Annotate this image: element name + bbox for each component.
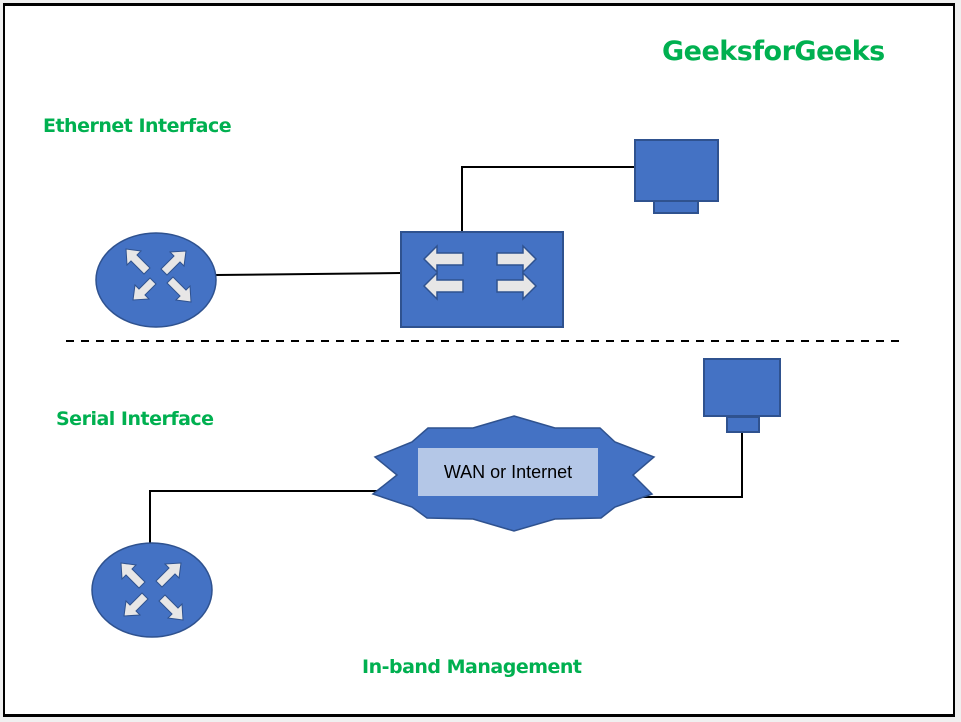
serial-pc[interactable] [703, 358, 781, 433]
serial-interface-label: Serial Interface [56, 408, 214, 430]
links [149, 166, 743, 544]
wan-cloud[interactable] [371, 415, 656, 532]
ethernet-router[interactable] [95, 232, 217, 328]
router-icon [125, 248, 192, 303]
link-wan-to-pc [636, 432, 743, 498]
ethernet-pc[interactable] [634, 139, 719, 214]
in-band-management-label: In-band Management [362, 656, 582, 678]
monitor-stand [726, 416, 760, 433]
wan-label-box [418, 448, 598, 496]
switch-icon [422, 244, 538, 301]
router-icon [120, 562, 184, 621]
link-router-to-switch [215, 272, 402, 276]
brand-title: GeeksforGeeks [662, 36, 885, 67]
ethernet-switch[interactable] [400, 231, 564, 328]
link-switch-to-pc [461, 166, 636, 232]
ethernet-interface-label: Ethernet Interface [43, 115, 232, 137]
monitor-stand [653, 200, 699, 214]
wan-label: WAN or Internet [443, 461, 573, 482]
monitor-icon [703, 358, 781, 417]
monitor-icon [634, 139, 719, 202]
serial-router[interactable] [91, 542, 213, 638]
link-serial-router-to-wan [149, 490, 378, 544]
